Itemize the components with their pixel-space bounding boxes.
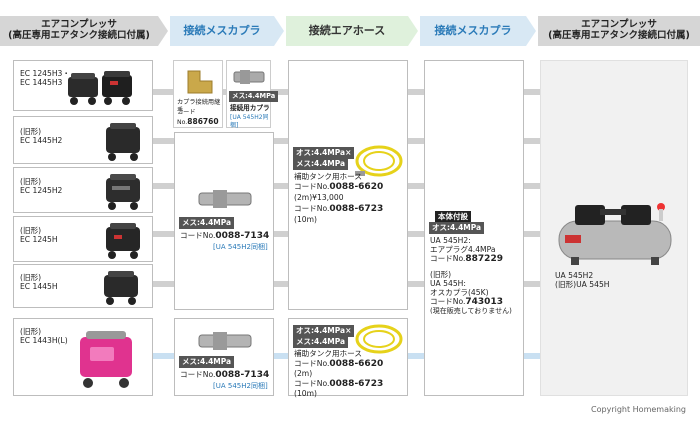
old-plug: オスカプラ(45K) bbox=[430, 288, 489, 297]
copyright-footer: Copyright Homemaking bbox=[591, 405, 686, 414]
attached-tag: 本体付設 bbox=[435, 211, 471, 223]
hose-code-1: コードNo.0088-6620 bbox=[294, 182, 384, 192]
header-compressor-left: エアコンプレッサ (高圧専用エアタンク接続口付属) bbox=[0, 16, 158, 46]
hose-code-2: コードNo.0088-6723 bbox=[294, 204, 384, 214]
compressor-item: (旧形) EC 1245H2 bbox=[13, 167, 153, 213]
compressor-image bbox=[106, 123, 140, 161]
hose-coil-icon bbox=[355, 145, 403, 177]
header-hose: 接続エアホース bbox=[286, 16, 408, 46]
coupler-card-bot: メス:4.4MPa コードNo.0088-7134 [UA 545H2同梱] bbox=[174, 318, 274, 396]
bundled-note: [UA 545H2同梱] bbox=[230, 114, 269, 129]
compressor-label: (旧形) EC 1245H bbox=[20, 226, 58, 245]
coupler-name: 接続用カプラ bbox=[230, 104, 270, 112]
bundled-note: [UA 545H2同梱] bbox=[213, 243, 268, 251]
coupler-code: コードNo.0088-7134 bbox=[180, 370, 270, 380]
compressor-label: (旧形) EC 1445H2 bbox=[20, 127, 63, 146]
tank-label: UA 545H2 (旧形)UA 545H bbox=[555, 271, 610, 290]
compressor-item: (旧形) EC 1443H(L) bbox=[13, 318, 153, 396]
hose-name: 補助タンク用ホース bbox=[294, 349, 362, 358]
header-arrow bbox=[408, 16, 418, 46]
header-coupler-1: 接続メスカプラ bbox=[170, 16, 274, 46]
compressor-image bbox=[106, 174, 140, 210]
bundled-note: [UA 545H2同梱] bbox=[213, 382, 268, 390]
hose-tag-female: メス:4.4MPa bbox=[293, 158, 349, 170]
hose-length: (2m) bbox=[294, 369, 313, 378]
compressor-label: (旧形) EC 1445H bbox=[20, 273, 58, 292]
plug-label: エアプラグ4.4MPa bbox=[430, 245, 496, 254]
compressor-item: (旧形) EC 1445H2 bbox=[13, 116, 153, 164]
compressor-image bbox=[106, 223, 140, 259]
compressor-pink-image bbox=[80, 331, 132, 388]
female-pressure-tag: メス:4.4MPa bbox=[179, 217, 235, 229]
hose-name: 補助タンク用ホース bbox=[294, 172, 362, 181]
compressor-label: EC 1245H3・ EC 1445H3 bbox=[20, 69, 70, 88]
compressor-label: (旧形) EC 1443H(L) bbox=[20, 327, 68, 346]
hose-card-top: オス:4.4MPa× メス:4.4MPa 補助タンク用ホース コードNo.008… bbox=[288, 60, 408, 310]
hose-card-bot: オス:4.4MPa× メス:4.4MPa 補助タンク用ホース コードNo.008… bbox=[288, 318, 408, 398]
compressor-label: (旧形) EC 1245H2 bbox=[20, 177, 63, 196]
coupler-code: コードNo.0088-7134 bbox=[180, 231, 270, 241]
coupler-icon bbox=[198, 190, 252, 208]
joint-fitting-card: カプラ接続用継手 コードNo.886760 bbox=[173, 60, 223, 128]
hose-coil-icon bbox=[355, 324, 403, 354]
header-arrow bbox=[158, 16, 168, 46]
hose-tag-male: オス:4.4MPa× bbox=[293, 325, 355, 337]
model-label: UA 545H2: bbox=[430, 236, 471, 245]
joint-code: コードNo.886760 bbox=[177, 109, 219, 126]
hose-tag-male: オス:4.4MPa× bbox=[293, 147, 355, 159]
old-label: (旧形) bbox=[430, 270, 452, 279]
elbow-fitting-icon bbox=[187, 70, 213, 94]
header-coupler-2: 接続メスカプラ bbox=[420, 16, 526, 46]
female-pressure-tag: メス:4.4MPa bbox=[179, 356, 235, 368]
hose-length: (10m) bbox=[294, 215, 317, 224]
female-pressure-tag: メス:4.4MPa bbox=[229, 91, 279, 102]
hose-length-price: (2m)¥13,000 bbox=[294, 193, 344, 202]
old-model: UA 545H: bbox=[430, 279, 466, 288]
header-compressor-right: エアコンプレッサ (高圧専用エアタンク接続口付属) bbox=[538, 16, 700, 46]
coupler2-code-2: コードNo.743013 bbox=[430, 297, 503, 307]
male-pressure-tag: オス:4.4MPa bbox=[429, 222, 485, 234]
coupler2-card: 本体付設 オス:4.4MPa UA 545H2: エアプラグ4.4MPa コード… bbox=[424, 60, 524, 396]
coupler-icon bbox=[198, 332, 252, 350]
air-tank-image bbox=[558, 203, 672, 265]
air-tank-panel: UA 545H2 (旧形)UA 545H bbox=[540, 60, 688, 396]
coupler-icon bbox=[233, 70, 265, 84]
compressor-item: EC 1245H3・ EC 1445H3 bbox=[13, 60, 153, 111]
compressor-pair-image bbox=[68, 71, 132, 105]
compressor-item: (旧形) EC 1245H bbox=[13, 216, 153, 262]
hose-tag-female: メス:4.4MPa bbox=[293, 336, 349, 348]
discontinued-note: (現在販売しておりません) bbox=[430, 307, 512, 315]
coupler-card-mid: メス:4.4MPa コードNo.0088-7134 [UA 545H2同梱] bbox=[174, 132, 274, 310]
hose-length: (10m) bbox=[294, 389, 317, 398]
compressor-image bbox=[104, 271, 138, 305]
joint-label: カプラ接続用継手 bbox=[177, 99, 221, 114]
header-arrow bbox=[274, 16, 284, 46]
coupler2-code-1: コードNo.887229 bbox=[430, 254, 503, 264]
header-arrow bbox=[526, 16, 536, 46]
hose-code-2: コードNo.0088-6723 bbox=[294, 379, 384, 389]
hose-code-1: コードNo.0088-6620 bbox=[294, 359, 384, 369]
compressor-item: (旧形) EC 1445H bbox=[13, 264, 153, 308]
coupler-card-top: メス:4.4MPa 接続用カプラ [UA 545H2同梱] bbox=[226, 60, 279, 129]
